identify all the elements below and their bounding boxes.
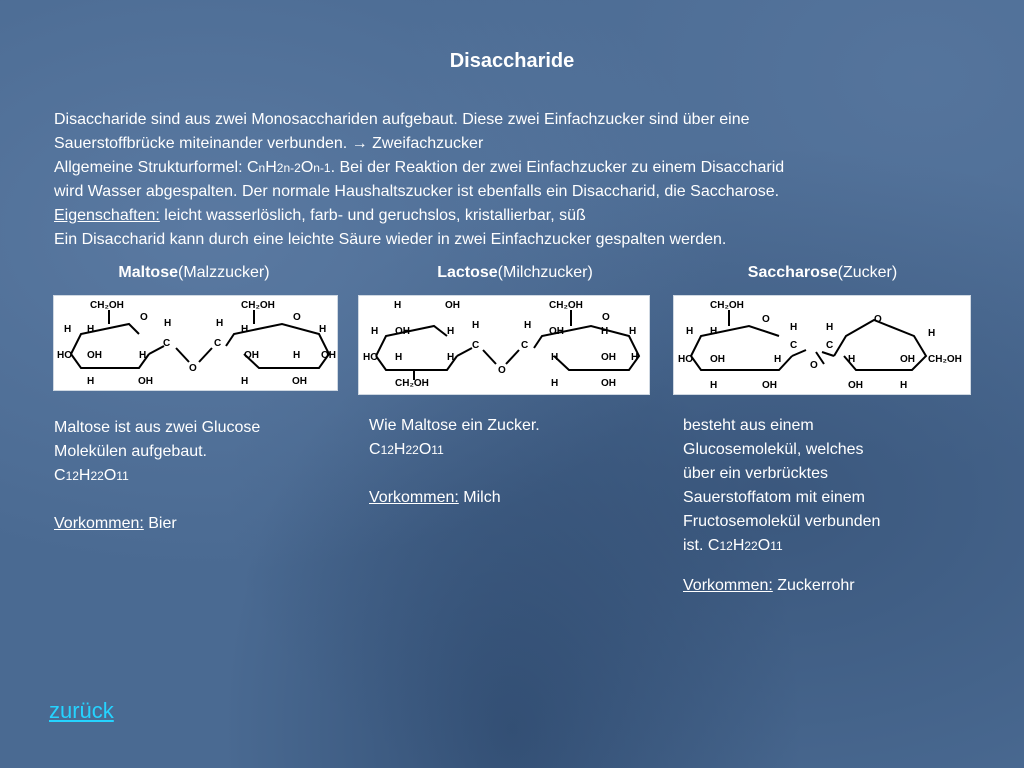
svg-text:H: H	[848, 354, 855, 365]
maltose-structure-svg: CH₂OH CH₂OH O O H H H H H H C C O HO OH …	[57, 300, 336, 387]
svg-text:H: H	[686, 326, 693, 337]
svg-text:C: C	[163, 338, 170, 349]
svg-text:C: C	[214, 338, 221, 349]
intro-line-2: Sauerstoffbrücke miteinander verbunden. …	[54, 135, 484, 152]
svg-text:H: H	[394, 300, 401, 311]
svg-text:O: O	[874, 314, 882, 325]
svg-text:CH₂OH: CH₂OH	[710, 300, 744, 311]
svg-text:O: O	[810, 360, 818, 371]
svg-text:H: H	[601, 326, 608, 337]
svg-text:H: H	[241, 376, 248, 387]
svg-text:H: H	[790, 322, 797, 333]
svg-text:OH: OH	[601, 352, 616, 363]
intro-line-4: wird Wasser abgespalten. Der normale Hau…	[54, 183, 780, 200]
svg-text:H: H	[395, 352, 402, 363]
back-link[interactable]: zurück	[49, 698, 114, 723]
svg-text:CH₂OH: CH₂OH	[928, 354, 962, 365]
general-formula: CnH2n-2On-1	[246, 159, 331, 176]
page-title: Disaccharide	[449, 50, 575, 72]
saccharose-description: besteht aus einem Glucosemolekül, welche…	[683, 414, 983, 598]
svg-text:H: H	[87, 324, 94, 335]
svg-text:H: H	[472, 320, 479, 331]
svg-text:H: H	[774, 354, 781, 365]
svg-text:H: H	[551, 378, 558, 389]
lactose-occurrence: Vorkommen: Milch	[369, 489, 501, 506]
svg-text:O: O	[293, 312, 301, 323]
maltose-structure: CH₂OH CH₂OH O O H H H H H H C C O HO OH …	[53, 295, 338, 391]
svg-text:H: H	[629, 326, 636, 337]
maltose-description: Maltose ist aus zwei Glucose Molekülen a…	[54, 416, 344, 536]
svg-text:O: O	[762, 314, 770, 325]
intro-line-1: Disaccharide sind aus zwei Monosaccharid…	[54, 111, 750, 128]
svg-text:H: H	[826, 322, 833, 333]
svg-text:H: H	[900, 380, 907, 391]
svg-text:C: C	[826, 340, 833, 351]
svg-text:HO: HO	[363, 352, 378, 363]
svg-text:H: H	[551, 352, 558, 363]
lactose-structure-svg: H OH CH₂OH O H OH H H H OH H H C C O HO …	[363, 300, 641, 389]
svg-text:H: H	[447, 326, 454, 337]
maltose-heading: Maltose(Malzzucker)	[118, 264, 270, 281]
lactose-description: Wie Maltose ein Zucker. C12H22O11 Vorkom…	[369, 414, 659, 510]
svg-text:O: O	[189, 363, 197, 374]
svg-text:OH: OH	[445, 300, 460, 311]
svg-text:H: H	[447, 352, 454, 363]
lactose-structure: H OH CH₂OH O H OH H H H OH H H C C O HO …	[358, 295, 650, 395]
svg-text:H: H	[710, 380, 717, 391]
svg-text:H: H	[216, 318, 223, 329]
svg-text:CH₂OH: CH₂OH	[395, 378, 429, 389]
svg-text:OH: OH	[395, 326, 410, 337]
svg-text:H: H	[87, 376, 94, 387]
svg-text:H: H	[928, 328, 935, 339]
svg-text:OH: OH	[244, 350, 259, 361]
svg-text:OH: OH	[900, 354, 915, 365]
svg-text:OH: OH	[87, 350, 102, 361]
intro-text: Disaccharide sind aus zwei Monosaccharid…	[54, 108, 1004, 252]
svg-text:OH: OH	[710, 354, 725, 365]
svg-text:C: C	[790, 340, 797, 351]
svg-text:HO: HO	[678, 354, 693, 365]
intro-line-3: Allgemeine Strukturformel: CnH2n-2On-1. …	[54, 159, 785, 176]
saccharose-heading: Saccharose(Zucker)	[747, 264, 898, 281]
svg-text:H: H	[241, 324, 248, 335]
svg-text:O: O	[140, 312, 148, 323]
svg-text:C: C	[472, 340, 479, 351]
svg-text:HO: HO	[57, 350, 72, 361]
lactose-heading: Lactose(Milchzucker)	[437, 264, 593, 281]
svg-text:C: C	[521, 340, 528, 351]
svg-text:OH: OH	[848, 380, 863, 391]
saccharose-structure: CH₂OH O O H H H H H C C O HO OH H H OH C…	[673, 295, 971, 395]
svg-text:OH: OH	[138, 376, 153, 387]
intro-line-5: Eigenschaften: leicht wasserlöslich, far…	[54, 207, 586, 224]
lactose-formula: C12H22O11	[369, 441, 444, 458]
svg-text:CH₂OH: CH₂OH	[90, 300, 124, 311]
svg-text:H: H	[293, 350, 300, 361]
arrow-right-icon: →	[351, 135, 368, 152]
svg-text:H: H	[524, 320, 531, 331]
svg-text:H: H	[710, 326, 717, 337]
svg-text:OH: OH	[762, 380, 777, 391]
svg-text:H: H	[631, 352, 638, 363]
saccharose-formula: ist. C12H22O11	[683, 537, 783, 554]
properties-label: Eigenschaften:	[54, 207, 160, 224]
svg-text:O: O	[602, 312, 610, 323]
saccharose-structure-svg: CH₂OH O O H H H H H C C O HO OH H H OH C…	[678, 300, 962, 391]
maltose-formula: C12H22O11	[54, 467, 129, 484]
svg-text:H: H	[64, 324, 71, 335]
saccharose-occurrence: Vorkommen: Zuckerrohr	[683, 577, 855, 594]
svg-text:OH: OH	[292, 376, 307, 387]
maltose-occurrence: Vorkommen: Bier	[54, 515, 177, 532]
intro-line-6: Ein Disaccharid kann durch eine leichte …	[54, 231, 727, 248]
svg-text:CH₂OH: CH₂OH	[549, 300, 583, 311]
svg-text:H: H	[139, 350, 146, 361]
svg-text:H: H	[319, 324, 326, 335]
svg-text:OH: OH	[321, 350, 336, 361]
svg-text:H: H	[164, 318, 171, 329]
svg-text:H: H	[371, 326, 378, 337]
svg-text:OH: OH	[549, 326, 564, 337]
svg-text:CH₂OH: CH₂OH	[241, 300, 275, 311]
svg-text:OH: OH	[601, 378, 616, 389]
svg-text:O: O	[498, 365, 506, 376]
